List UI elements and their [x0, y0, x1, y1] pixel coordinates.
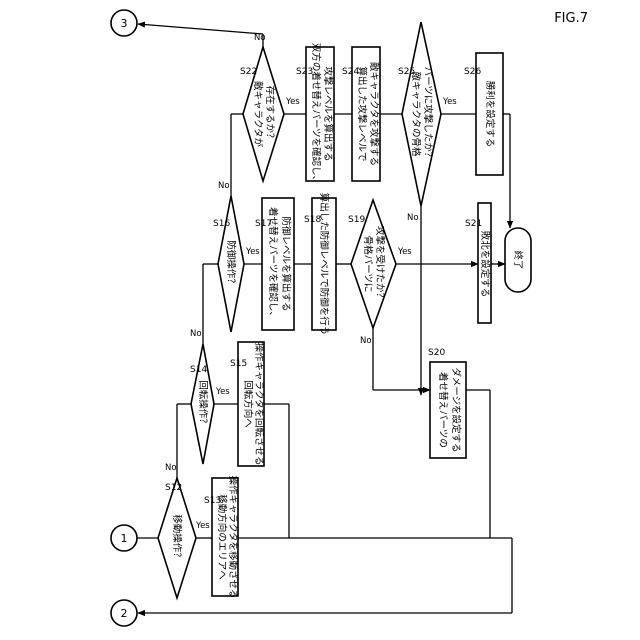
svg-text:双方の着せ替えパーツを確認し、: 双方の着せ替えパーツを確認し、 — [310, 43, 322, 185]
svg-text:S19: S19 — [348, 215, 365, 225]
svg-text:敗北を設定する: 敗北を設定する — [479, 231, 491, 298]
svg-text:Yes: Yes — [215, 387, 230, 397]
svg-text:S17: S17 — [255, 219, 272, 229]
svg-text:Yes: Yes — [397, 247, 412, 257]
svg-text:S21: S21 — [465, 219, 482, 229]
decision-s19: 骨格パーツに 攻撃を受けたか？ S19 Yes No — [348, 200, 412, 346]
svg-text:S20: S20 — [428, 348, 445, 358]
svg-text:S22: S22 — [240, 67, 257, 77]
svg-text:算出した攻撃レベルで: 算出した攻撃レベルで — [356, 66, 368, 161]
svg-text:1: 1 — [121, 532, 128, 545]
svg-text:3: 3 — [121, 17, 128, 30]
svg-text:No: No — [165, 463, 177, 473]
svg-text:着せ替えパーツの: 着せ替えパーツの — [437, 372, 449, 448]
process-s13: 移動方向のエリアへ 操作キャラクタを移動させる S13 — [204, 475, 239, 598]
svg-text:操作キャラクタを回転させる: 操作キャラクタを回転させる — [253, 342, 265, 465]
decision-s12: 移動操作？ S12 Yes No — [158, 463, 210, 598]
connector-1: 1 — [111, 525, 137, 551]
end-terminator: 終了 — [505, 228, 531, 292]
svg-text:攻撃レベルを算出する: 攻撃レベルを算出する — [322, 66, 334, 161]
decision-s14: 回転操作？ S14 Yes No — [190, 329, 230, 464]
svg-text:2: 2 — [121, 607, 128, 620]
svg-text:No: No — [218, 181, 230, 191]
svg-text:S14: S14 — [190, 365, 207, 375]
svg-text:Yes: Yes — [285, 97, 300, 107]
figure-label: FIG.7 — [554, 11, 588, 26]
svg-text:骨格パーツに: 骨格パーツに — [362, 236, 374, 293]
svg-text:S18: S18 — [304, 215, 321, 225]
svg-text:回転操作？: 回転操作？ — [197, 380, 209, 428]
decision-s25: 敵キャラクタの骨格 パーツに攻撃したか？ S25 Yes No — [398, 22, 457, 223]
svg-text:Yes: Yes — [245, 247, 260, 257]
connector-3: 3 — [111, 10, 137, 36]
svg-text:攻撃を受けたか？: 攻撃を受けたか？ — [374, 226, 386, 302]
svg-text:S24: S24 — [342, 67, 359, 77]
decision-s22: 敵キャラクタが 存在するか？ S22 Yes No — [240, 33, 300, 181]
svg-text:S23: S23 — [296, 67, 313, 77]
svg-text:S15: S15 — [230, 359, 247, 369]
svg-text:No: No — [190, 329, 202, 339]
svg-text:No: No — [360, 336, 372, 346]
svg-text:移動方向のエリアへ: 移動方向のエリアへ — [216, 494, 228, 580]
svg-text:No: No — [254, 33, 266, 43]
svg-text:存在するか？: 存在するか？ — [264, 85, 276, 142]
connector-2: 2 — [111, 600, 137, 626]
svg-text:No: No — [407, 213, 419, 223]
svg-text:敵キャラクタの骨格: 敵キャラクタの骨格 — [410, 71, 422, 157]
svg-text:防御レベルを算出する: 防御レベルを算出する — [280, 216, 292, 311]
svg-text:Yes: Yes — [442, 97, 457, 107]
svg-text:S13: S13 — [204, 496, 221, 506]
svg-text:S12: S12 — [165, 483, 182, 493]
svg-text:S16: S16 — [213, 219, 230, 229]
svg-text:敵キャラクタが: 敵キャラクタが — [252, 81, 264, 148]
svg-text:ダメージを設定する: ダメージを設定する — [450, 367, 462, 452]
svg-text:敵キャラクタを攻撃する: 敵キャラクタを攻撃する — [368, 62, 380, 166]
svg-text:移動操作？: 移動操作？ — [171, 514, 183, 562]
svg-text:終了: 終了 — [512, 250, 524, 269]
svg-text:操作キャラクタを移動させる: 操作キャラクタを移動させる — [227, 475, 239, 598]
svg-text:パーツに攻撃したか？: パーツに攻撃したか？ — [422, 67, 434, 162]
svg-text:勝利を設定する: 勝利を設定する — [484, 81, 496, 148]
svg-text:防御操作？: 防御操作？ — [225, 240, 237, 288]
decision-s16: 防御操作？ S16 Yes No — [213, 181, 260, 332]
process-s20: 着せ替えパーツの ダメージを設定する S20 — [428, 348, 466, 458]
svg-text:Yes: Yes — [195, 521, 210, 531]
svg-text:回転方向へ: 回転方向へ — [242, 380, 254, 428]
svg-text:S26: S26 — [464, 67, 481, 77]
svg-text:S25: S25 — [398, 67, 415, 77]
process-s21: 敗北を設定する S21 — [465, 203, 491, 323]
